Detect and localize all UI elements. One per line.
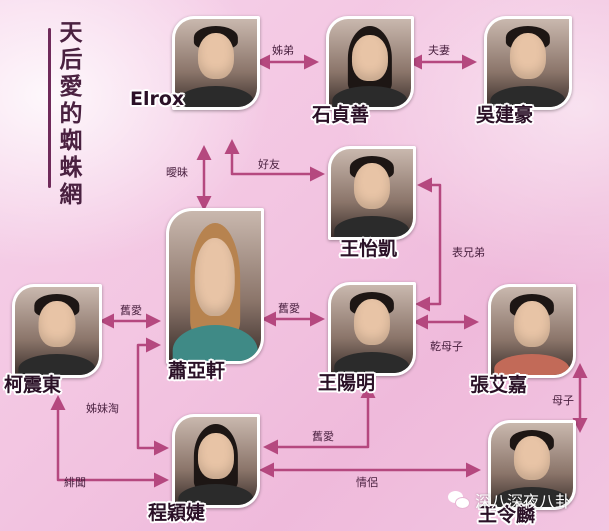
- rel-zhang-wangling: 母子: [552, 392, 574, 408]
- rel-ke-cheng-bottom: 緋聞: [64, 474, 86, 490]
- photo-wang-yangming: [328, 282, 416, 376]
- photo-zhang-aijia: [488, 284, 576, 378]
- name-wang-yangming: 王陽明: [318, 368, 375, 395]
- face: [352, 35, 388, 81]
- face: [514, 436, 550, 480]
- name-ke-zhendong: 柯震東: [4, 370, 61, 397]
- name-elrox: Elrox: [130, 88, 184, 110]
- watermark: 深八深夜八卦: [448, 488, 571, 512]
- photo-wang-yikai: [328, 146, 416, 240]
- name-xiao-yaxuan: 蕭亞軒: [168, 356, 225, 383]
- title-bar: [48, 28, 51, 188]
- photo-cheng-yingjie: [172, 414, 260, 508]
- photo-elrox: [172, 16, 260, 110]
- watermark-text: 深八深夜八卦: [475, 488, 571, 512]
- face: [198, 433, 234, 479]
- rel-xiao-wangyangming: 舊愛: [278, 300, 300, 316]
- rel-shi-wu: 夫妻: [428, 42, 450, 58]
- rel-elrox-wangyikai: 好友: [258, 156, 280, 172]
- rel-ke-cheng: 姊妹淘: [86, 400, 119, 416]
- rel-elrox-xiao: 曖昧: [166, 164, 188, 180]
- rel-elrox-shi: 姊弟: [272, 42, 294, 58]
- rel-ke-xiao: 舊愛: [120, 302, 142, 318]
- shoulders: [178, 86, 253, 110]
- face: [39, 301, 76, 347]
- photo-wu-jianhao: [484, 16, 572, 110]
- photo-ke-zhendong: [12, 284, 102, 378]
- chat-bubble-icon: [448, 491, 470, 509]
- face: [354, 299, 390, 345]
- rel-cheng-wangyangming: 舊愛: [312, 428, 334, 444]
- rel-wangyikai-wangyangming: 表兄弟: [452, 244, 485, 260]
- arrow-wangyikai-wangyangming: [418, 185, 440, 304]
- face: [195, 238, 235, 316]
- arrow-ke-cheng: [138, 345, 166, 448]
- photo-xiao-yaxuan: [166, 208, 264, 364]
- rel-wangyangming-zhang: 乾母子: [430, 338, 463, 354]
- face: [510, 33, 546, 79]
- name-wang-yikai: 王怡凱: [340, 234, 397, 261]
- photo-shi-zhenshan: [326, 16, 414, 110]
- name-zhang-aijia: 張艾嘉: [470, 370, 527, 397]
- face: [198, 33, 234, 79]
- name-wu-jianhao: 吳建豪: [476, 100, 533, 127]
- face: [514, 301, 550, 347]
- face: [354, 163, 390, 209]
- chart-title: 天后愛的蜘蛛網: [56, 20, 86, 209]
- rel-cheng-wangling: 情侶: [356, 474, 378, 490]
- name-cheng-yingjie: 程穎婕: [148, 498, 205, 525]
- name-shi-zhenshan: 石貞善: [312, 100, 369, 127]
